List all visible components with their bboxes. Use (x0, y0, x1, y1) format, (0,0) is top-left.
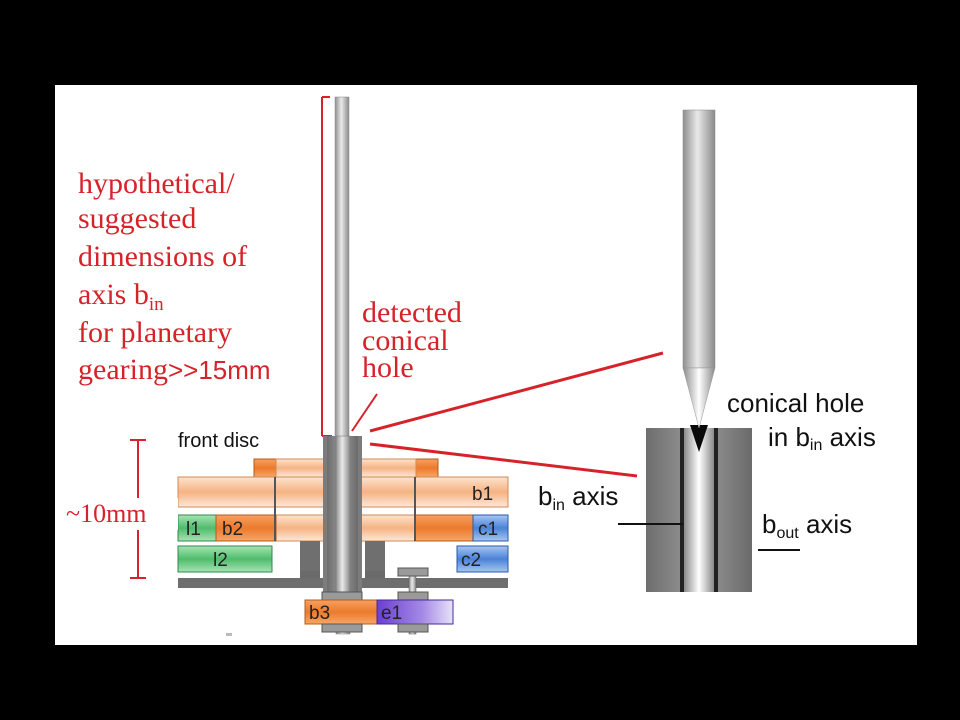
gear-b2 (215, 514, 277, 542)
annot-line-1: hypothetical/ (78, 167, 235, 200)
connector-line-bottom (369, 442, 638, 478)
conical-hole-line-1: conical hole (727, 388, 864, 418)
gearbox (177, 435, 509, 636)
label-e1: e1 (381, 603, 402, 624)
dimension-bracket (321, 96, 332, 437)
detail-view (618, 109, 800, 592)
detected-line-1: detected (362, 296, 462, 329)
gear-labels: b1 l1 b2 c1 l2 c2 b3 e1 (186, 484, 498, 624)
label-l2: l2 (213, 550, 228, 571)
height-label: ~10mm (66, 499, 147, 528)
detected-label: detected conical hole (362, 296, 462, 384)
axis-bin-rod (334, 96, 350, 445)
detected-pointer (351, 393, 378, 432)
annot-line-4: axis bin (78, 278, 164, 315)
gear-b3 (304, 599, 378, 625)
front-disc-label: front disc (178, 430, 259, 452)
detected-line-2: conical (362, 324, 449, 357)
label-b2: b2 (222, 519, 243, 540)
gear-c2 (456, 545, 509, 573)
gear-c1 (472, 514, 509, 542)
annot-line-2: suggested (78, 202, 196, 235)
gear-l2 (177, 545, 273, 573)
annot-line-3: dimensions of (78, 240, 247, 273)
label-b3: b3 (309, 603, 330, 624)
conical-hole-line-2: in bin axis (768, 422, 876, 454)
detected-line-3: hole (362, 351, 414, 384)
label-b1: b1 (472, 484, 493, 505)
hypothetical-annotation: hypothetical/ suggested dimensions of ax… (78, 167, 271, 386)
label-l1: l1 (186, 519, 201, 540)
gear-l1 (177, 514, 217, 542)
label-c1: c1 (478, 519, 498, 540)
rod-tip (682, 367, 716, 429)
connector-line-top (369, 351, 664, 433)
gear-e1 (376, 599, 454, 625)
label-c2: c2 (461, 550, 481, 571)
detail-labels: conical hole in bin axis bin axis bout a… (538, 388, 876, 542)
annot-line-5: for planetary (78, 316, 232, 349)
bin-rod-detail (682, 109, 716, 369)
annot-line-6: gearing>>15mm (78, 353, 271, 386)
bout-axis-label: bout axis (762, 509, 852, 542)
height-marker (64, 439, 178, 579)
bin-axis-label: bin axis (538, 481, 618, 514)
